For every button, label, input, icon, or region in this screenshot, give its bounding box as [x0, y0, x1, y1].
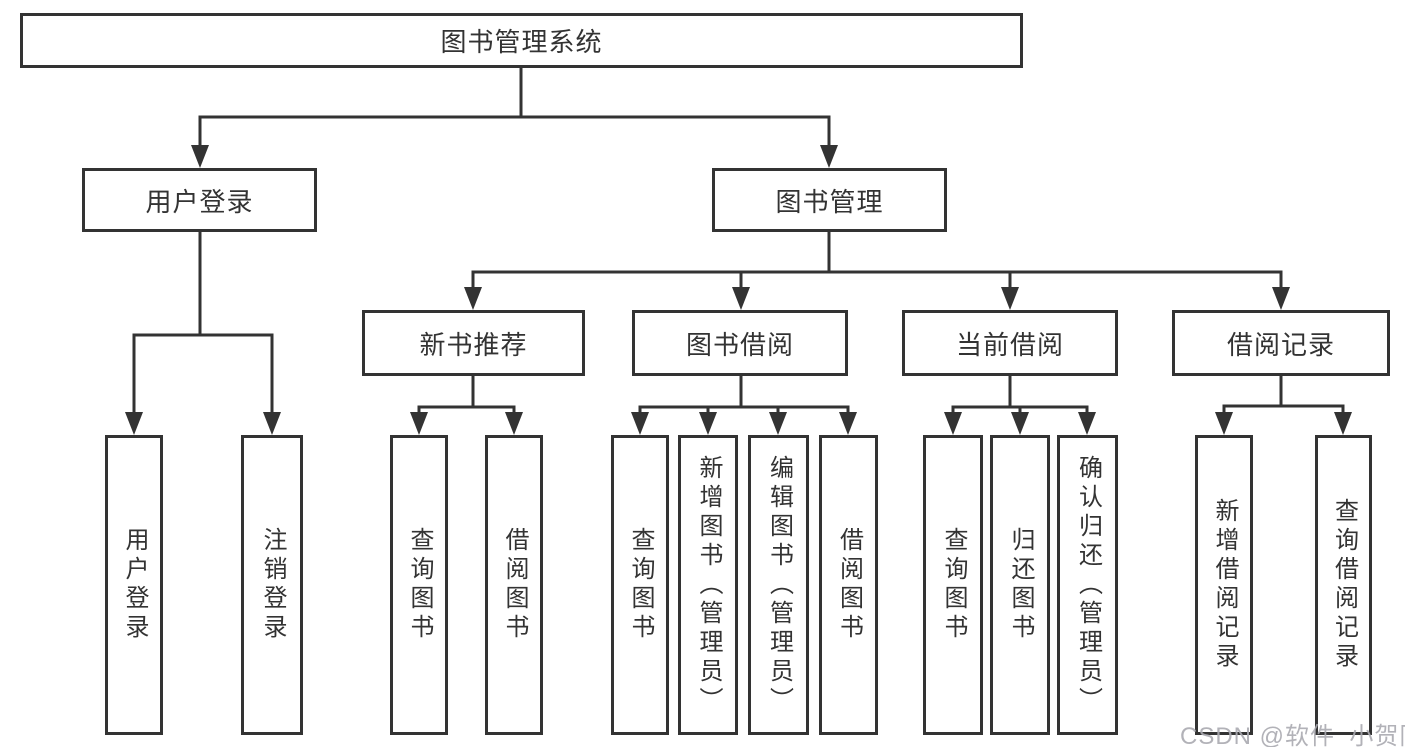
- arrowhead: [1272, 287, 1290, 310]
- arrowhead: [1001, 287, 1019, 310]
- leaf-logout: 注销登录: [241, 435, 303, 735]
- arrowhead: [732, 287, 750, 310]
- arrowhead: [820, 145, 838, 168]
- leaf-current-return-book: 归还图书: [990, 435, 1050, 735]
- leaf-label: 查询图书: [406, 527, 433, 643]
- leaf-borrow-borrow-book: 借阅图书: [819, 435, 878, 735]
- leaf-recommend-query-book: 查询图书: [390, 435, 448, 735]
- arrowhead: [631, 412, 649, 435]
- leaf-current-query-book: 查询图书: [923, 435, 983, 735]
- arrowhead: [1334, 412, 1352, 435]
- leaf-label: 用户登录: [121, 527, 148, 643]
- arrowhead: [410, 412, 428, 435]
- leaf-borrow-query-book: 查询图书: [611, 435, 669, 735]
- arrowhead: [1011, 412, 1029, 435]
- leaf-user-login: 用户登录: [105, 435, 163, 735]
- leaf-current-confirm-return-admin: 确认归还（管理员）: [1057, 435, 1118, 735]
- arrowhead: [944, 412, 962, 435]
- arrowhead: [464, 287, 482, 310]
- leaf-records-add-record: 新增借阅记录: [1195, 435, 1253, 735]
- leaf-label: 编辑图书（管理员）: [765, 454, 793, 716]
- arrowhead: [125, 412, 143, 435]
- leaf-label: 查询图书: [940, 527, 967, 643]
- arrowhead: [769, 412, 787, 435]
- arrowhead: [263, 412, 281, 435]
- node-library-management-system: 图书管理系统: [20, 13, 1023, 68]
- leaf-label: 新增借阅记录: [1211, 498, 1238, 672]
- node-book-borrowing: 图书借阅: [632, 310, 848, 376]
- leaf-label: 新增图书（管理员）: [695, 454, 722, 716]
- leaf-recommend-borrow-book: 借阅图书: [485, 435, 543, 735]
- leaf-label: 借阅图书: [835, 527, 863, 643]
- arrowhead: [1078, 412, 1096, 435]
- leaf-label: 查询图书: [627, 527, 654, 643]
- leaf-label: 查询借阅记录: [1330, 498, 1358, 672]
- arrowhead: [505, 412, 523, 435]
- leaf-label: 借阅图书: [501, 527, 528, 643]
- leaf-borrow-add-book-admin: 新增图书（管理员）: [678, 435, 738, 735]
- node-current-borrowing: 当前借阅: [902, 310, 1118, 376]
- leaf-label: 确认归还（管理员）: [1074, 454, 1102, 716]
- leaf-label: 归还图书: [1007, 527, 1034, 643]
- node-new-book-recommendation: 新书推荐: [362, 310, 585, 376]
- node-borrowing-records: 借阅记录: [1172, 310, 1390, 376]
- node-book-management: 图书管理: [712, 168, 947, 232]
- arrowhead: [1215, 412, 1233, 435]
- leaf-records-query-record: 查询借阅记录: [1315, 435, 1372, 735]
- arrowhead: [839, 412, 857, 435]
- node-user-login: 用户登录: [82, 168, 317, 232]
- arrowhead: [699, 412, 717, 435]
- leaf-borrow-edit-book-admin: 编辑图书（管理员）: [748, 435, 809, 735]
- csdn-watermark: CSDN @软件_小贺同学: [1180, 723, 1405, 747]
- arrowhead: [191, 145, 209, 168]
- leaf-label: 注销登录: [259, 527, 286, 643]
